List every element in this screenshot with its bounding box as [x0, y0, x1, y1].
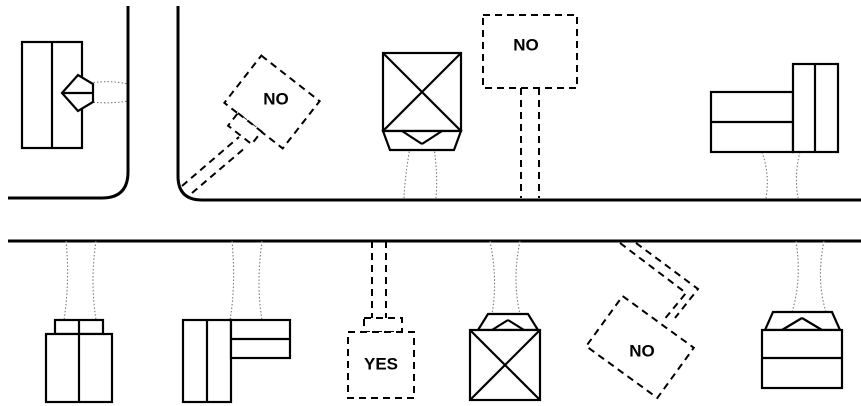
label-no-2: NO	[513, 35, 539, 54]
building-porch	[763, 310, 842, 332]
driveway-bottom-right	[791, 240, 827, 313]
building-x-top	[381, 51, 463, 199]
side-street-right-curb	[176, 6, 861, 202]
dashed-building-body	[482, 14, 578, 89]
porch-line	[421, 130, 443, 145]
dashed-building-body	[584, 294, 696, 400]
porch-line	[401, 130, 423, 145]
driveway-bottom-l	[229, 240, 263, 321]
side-street-left-curb	[8, 6, 130, 200]
building-bottom-right	[760, 240, 844, 390]
building-dashed-no-top: NO	[482, 14, 578, 198]
building-rotated-no-top: NO	[181, 54, 322, 194]
porch-line	[801, 317, 823, 331]
building-bottom-l	[181, 240, 292, 404]
driveway-top-left	[89, 81, 129, 104]
label-no-1: NO	[263, 89, 289, 108]
driveway-bottom-left	[63, 240, 97, 321]
dashed-building-porch	[226, 111, 263, 146]
dashed-lane-top	[520, 88, 540, 198]
building-rotated-no-bottom: NO	[584, 242, 700, 400]
building-x-line-2	[469, 329, 541, 401]
porch-line	[491, 319, 509, 331]
dashed-driveway-top	[181, 136, 247, 194]
driveway-x-bottom	[489, 240, 521, 315]
building-x-bottom	[468, 240, 542, 402]
dashed-building-porch	[363, 317, 403, 333]
porch-line	[507, 319, 525, 331]
building-dashed-yes: YES	[347, 241, 415, 399]
driveway-x-top	[403, 147, 438, 199]
building-x-line-2	[382, 52, 462, 132]
dashed-driveway-bottom	[619, 242, 700, 322]
building-top-right	[709, 62, 840, 199]
label-no-3: NO	[629, 341, 655, 360]
dashed-lane-yes	[371, 241, 387, 318]
label-yes: YES	[364, 354, 398, 373]
driveway-top-right	[761, 151, 801, 199]
building-bottom-left	[44, 240, 114, 404]
dashed-building-body	[347, 331, 415, 399]
porch-line	[781, 317, 803, 331]
building-top-left	[20, 40, 129, 150]
building-porch	[476, 312, 540, 332]
building-porch	[381, 129, 463, 152]
road-network	[8, 6, 861, 243]
